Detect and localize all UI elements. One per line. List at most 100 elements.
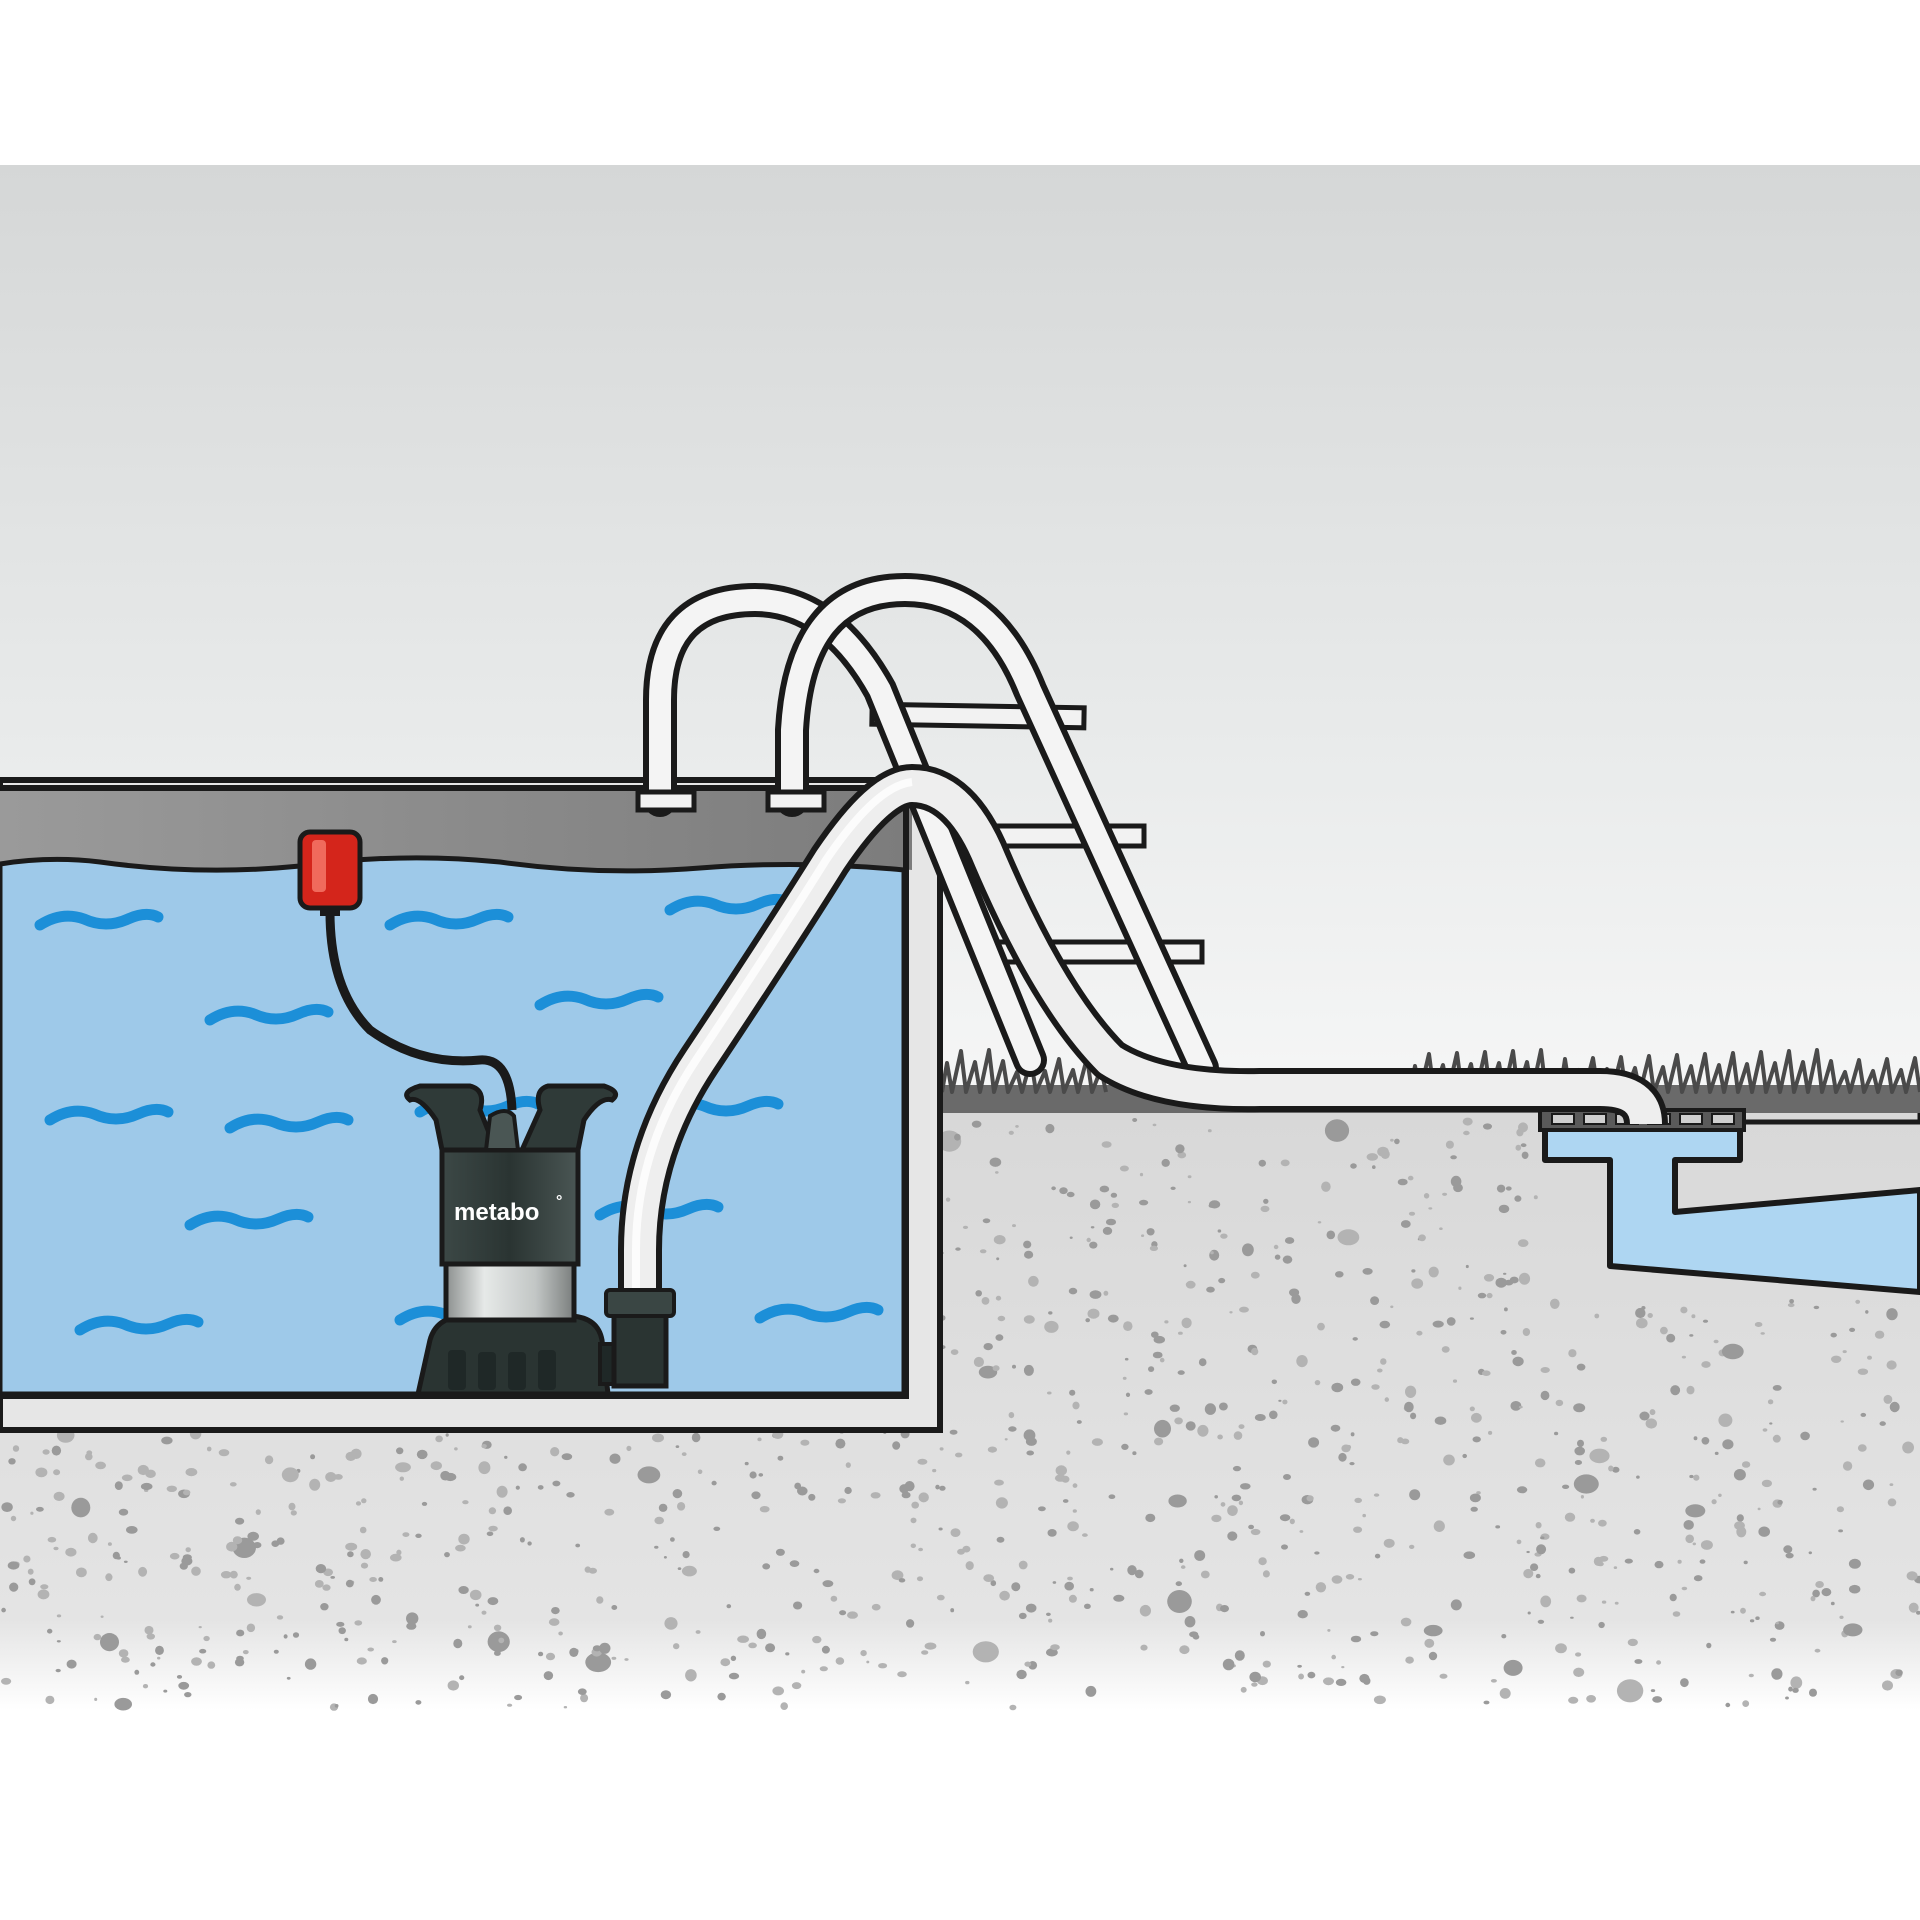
ground-speckle bbox=[835, 1438, 846, 1449]
ground-speckle bbox=[1515, 1144, 1522, 1151]
ground-speckle bbox=[1119, 1165, 1129, 1172]
ground-speckle bbox=[1229, 1311, 1233, 1314]
ground-speckle bbox=[997, 1315, 1006, 1322]
ground-speckle bbox=[1185, 1280, 1196, 1289]
ground-speckle bbox=[281, 1467, 299, 1483]
ground-speckle bbox=[1424, 1638, 1435, 1648]
ground-speckle bbox=[675, 1445, 680, 1448]
ground-speckle bbox=[1297, 1664, 1302, 1668]
ground-speckle bbox=[1178, 1331, 1183, 1335]
ground-speckle bbox=[728, 1672, 740, 1680]
ground-speckle bbox=[1445, 1140, 1454, 1149]
ground-speckle bbox=[1757, 1507, 1761, 1511]
ground-speckle bbox=[717, 1692, 726, 1701]
ground-speckle bbox=[910, 1517, 917, 1524]
ground-speckle bbox=[360, 1549, 372, 1560]
water-wave bbox=[754, 1301, 884, 1324]
ground-speckle bbox=[1439, 1673, 1448, 1679]
ground-speckle bbox=[1895, 1669, 1903, 1676]
ground-speckle bbox=[1394, 1138, 1400, 1145]
ground-speckle bbox=[76, 1567, 87, 1578]
ground-speckle bbox=[9, 1582, 19, 1592]
ground-speckle bbox=[979, 1249, 987, 1254]
ground-speckle bbox=[1742, 1700, 1750, 1707]
ground-speckle bbox=[654, 1516, 664, 1525]
ground-speckle bbox=[53, 1546, 59, 1551]
ground-speckle bbox=[1218, 1277, 1226, 1284]
ground-speckle bbox=[1072, 1401, 1080, 1410]
ground-speckle bbox=[1814, 1648, 1821, 1653]
ground-speckle bbox=[232, 1536, 243, 1545]
ground-speckle bbox=[1452, 1379, 1458, 1383]
ground-speckle bbox=[1233, 1431, 1243, 1440]
ground-speckle bbox=[1639, 1411, 1650, 1421]
ground-speckle bbox=[537, 1485, 544, 1490]
submersible-pump-icon: metabo ° bbox=[404, 1083, 676, 1397]
ground-speckle bbox=[1792, 1687, 1799, 1693]
ground-speckle bbox=[1433, 1520, 1445, 1532]
ground-speckle bbox=[1423, 1624, 1443, 1637]
ground-speckle bbox=[1754, 1322, 1763, 1327]
ground-speckle bbox=[1517, 1239, 1529, 1247]
ground-speckle bbox=[682, 1551, 690, 1559]
ground-speckle bbox=[1110, 1192, 1118, 1198]
ground-speckle bbox=[309, 1478, 321, 1491]
ground-speckle bbox=[663, 1556, 667, 1559]
ground-speckle bbox=[791, 1682, 802, 1690]
ground-speckle bbox=[1883, 1394, 1893, 1404]
ground-speckle bbox=[1692, 1542, 1697, 1546]
ground-speckle bbox=[1577, 1439, 1584, 1448]
ground-speckle bbox=[36, 1506, 44, 1512]
pump-brand-label: metabo bbox=[454, 1199, 539, 1226]
ground-speckle bbox=[504, 1455, 508, 1459]
ground-speckle bbox=[1450, 1599, 1462, 1611]
ground-speckle bbox=[1534, 1458, 1546, 1468]
ground-speckle bbox=[234, 1583, 241, 1591]
ground-speckle bbox=[1052, 1581, 1057, 1584]
ground-speckle bbox=[462, 1500, 469, 1505]
ground-speckle bbox=[406, 1612, 419, 1625]
ground-speckle bbox=[1346, 1444, 1352, 1450]
ground-speckle bbox=[1283, 1474, 1291, 1480]
ground-speckle bbox=[1771, 1668, 1783, 1680]
ground-speckle bbox=[28, 1578, 36, 1586]
ground-speckle bbox=[493, 1624, 502, 1632]
ground-speckle bbox=[995, 1295, 1002, 1301]
ground-speckle bbox=[1180, 1565, 1186, 1569]
ground-speckle bbox=[1238, 1500, 1244, 1506]
ground-speckle bbox=[1153, 1335, 1166, 1344]
ground-speckle bbox=[949, 1429, 958, 1435]
ground-speckle bbox=[1331, 1654, 1336, 1660]
ground-speckle bbox=[1140, 1644, 1148, 1651]
ground-speckle bbox=[1736, 1514, 1744, 1522]
ground-speckle bbox=[1004, 1438, 1008, 1441]
ground-speckle bbox=[100, 1633, 119, 1652]
ground-speckle bbox=[1076, 1420, 1082, 1424]
ground-speckle bbox=[1025, 1603, 1037, 1613]
ground-speckle bbox=[1016, 1669, 1027, 1680]
ground-speckle bbox=[1400, 1617, 1412, 1627]
ground-speckle bbox=[1855, 1299, 1861, 1304]
ground-speckle bbox=[1284, 1237, 1295, 1244]
ground-speckle bbox=[993, 1235, 1006, 1245]
ground-speckle bbox=[1222, 1658, 1235, 1671]
ground-speckle bbox=[235, 1517, 245, 1525]
ground-speckle bbox=[118, 1649, 129, 1658]
ground-speckle bbox=[1730, 1610, 1735, 1614]
ground-speckle bbox=[1038, 1506, 1046, 1512]
ground-speckle bbox=[1477, 1292, 1487, 1299]
ground-speckle bbox=[1362, 1513, 1366, 1518]
ground-speckle bbox=[1812, 1589, 1820, 1598]
ground-speckle bbox=[1670, 1385, 1681, 1396]
ground-speckle bbox=[1154, 1419, 1171, 1438]
ground-speckle bbox=[1370, 1631, 1379, 1637]
ground-speckle bbox=[938, 1527, 943, 1531]
ground-speckle bbox=[1423, 1193, 1430, 1199]
ground-speckle bbox=[1654, 1560, 1664, 1569]
ground-speckle bbox=[1251, 1347, 1259, 1356]
ground-speckle bbox=[1476, 1491, 1481, 1495]
ground-speckle bbox=[1740, 1607, 1746, 1614]
ground-speckle bbox=[1260, 1631, 1265, 1637]
ground-speckle bbox=[487, 1597, 499, 1606]
ground-speckle bbox=[551, 1607, 560, 1615]
